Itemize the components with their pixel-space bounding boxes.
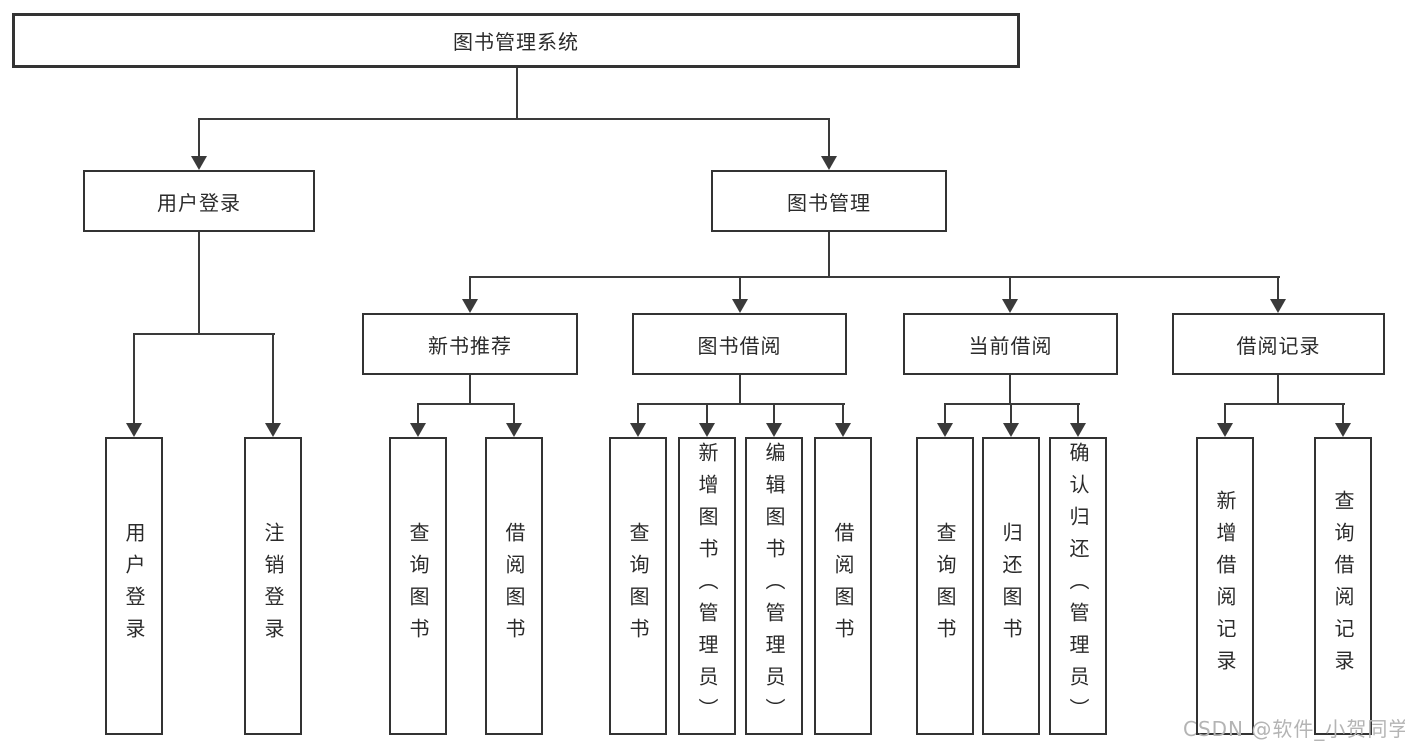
connector-line-horizontal xyxy=(133,333,275,335)
connector-line-vertical xyxy=(1224,403,1226,425)
leaf-query-borrow-record: 查询借阅记录 xyxy=(1314,437,1372,735)
leaf-query-books-borrow: 查询图书 xyxy=(609,437,667,735)
connector-line-horizontal xyxy=(637,403,845,405)
arrowhead-down-icon xyxy=(1002,299,1018,313)
leaf-borrow-books: 借阅图书 xyxy=(814,437,872,735)
arrowhead-down-icon xyxy=(732,299,748,313)
leaf-user-login: 用户登录 xyxy=(105,437,163,735)
node-user-login: 用户登录 xyxy=(83,170,315,232)
connector-line-vertical xyxy=(272,333,274,423)
csdn-watermark: CSDN @软件_小贺同学 xyxy=(1183,717,1405,741)
arrowhead-down-icon xyxy=(766,423,782,437)
connector-line-vertical xyxy=(133,333,135,423)
connector-line-vertical xyxy=(1277,276,1279,301)
connector-line-vertical xyxy=(469,276,471,301)
arrowhead-down-icon xyxy=(1335,423,1351,437)
connector-line-vertical xyxy=(773,403,775,425)
connector-line-vertical xyxy=(828,118,830,158)
leaf-query-books-current: 查询图书 xyxy=(916,437,974,735)
connector-line-vertical xyxy=(706,403,708,425)
connector-line-vertical xyxy=(1342,403,1344,425)
connector-line-horizontal xyxy=(1224,403,1345,405)
arrowhead-down-icon xyxy=(1270,299,1286,313)
arrowhead-down-icon xyxy=(835,423,851,437)
arrowhead-down-icon xyxy=(937,423,953,437)
leaf-add-borrow-record: 新增借阅记录 xyxy=(1196,437,1254,735)
node-new-book-recommend: 新书推荐 xyxy=(362,313,578,375)
connector-line-vertical xyxy=(469,375,471,405)
leaf-logout: 注销登录 xyxy=(244,437,302,735)
connector-line-vertical xyxy=(1277,375,1279,405)
leaf-add-book-admin: 新增图书（管理员） xyxy=(678,437,736,735)
arrowhead-down-icon xyxy=(821,156,837,170)
leaf-confirm-return-admin: 确认归还（管理员） xyxy=(1049,437,1107,735)
arrowhead-down-icon xyxy=(191,156,207,170)
connector-line-horizontal xyxy=(417,403,515,405)
connector-line-horizontal xyxy=(944,403,1080,405)
arrowhead-down-icon xyxy=(462,299,478,313)
connector-line-vertical xyxy=(944,403,946,425)
connector-line-vertical xyxy=(513,403,515,425)
connector-line-vertical xyxy=(1009,276,1011,301)
leaf-borrow-books-recommend: 借阅图书 xyxy=(485,437,543,735)
arrowhead-down-icon xyxy=(1217,423,1233,437)
leaf-query-books-recommend: 查询图书 xyxy=(389,437,447,735)
node-borrow-records: 借阅记录 xyxy=(1172,313,1385,375)
connector-line-vertical xyxy=(739,276,741,301)
node-book-management: 图书管理 xyxy=(711,170,947,232)
arrowhead-down-icon xyxy=(126,423,142,437)
leaf-edit-book-admin: 编辑图书（管理员） xyxy=(745,437,803,735)
connector-line-vertical xyxy=(516,68,518,120)
arrowhead-down-icon xyxy=(265,423,281,437)
connector-line-vertical xyxy=(842,403,844,425)
connector-line-horizontal xyxy=(469,276,1280,278)
connector-line-vertical xyxy=(1010,403,1012,425)
node-current-borrow: 当前借阅 xyxy=(903,313,1118,375)
connector-line-vertical xyxy=(417,403,419,425)
connector-line-vertical xyxy=(828,232,830,278)
connector-line-horizontal xyxy=(198,118,830,120)
connector-line-vertical xyxy=(198,118,200,158)
connector-line-vertical xyxy=(1009,375,1011,405)
connector-line-vertical xyxy=(1077,403,1079,425)
connector-line-vertical xyxy=(739,375,741,405)
node-root: 图书管理系统 xyxy=(12,13,1020,68)
connector-line-vertical xyxy=(637,403,639,425)
arrowhead-down-icon xyxy=(410,423,426,437)
arrowhead-down-icon xyxy=(699,423,715,437)
arrowhead-down-icon xyxy=(506,423,522,437)
leaf-return-books: 归还图书 xyxy=(982,437,1040,735)
node-book-borrow: 图书借阅 xyxy=(632,313,847,375)
arrowhead-down-icon xyxy=(630,423,646,437)
connector-line-vertical xyxy=(198,232,200,335)
arrowhead-down-icon xyxy=(1003,423,1019,437)
arrowhead-down-icon xyxy=(1070,423,1086,437)
